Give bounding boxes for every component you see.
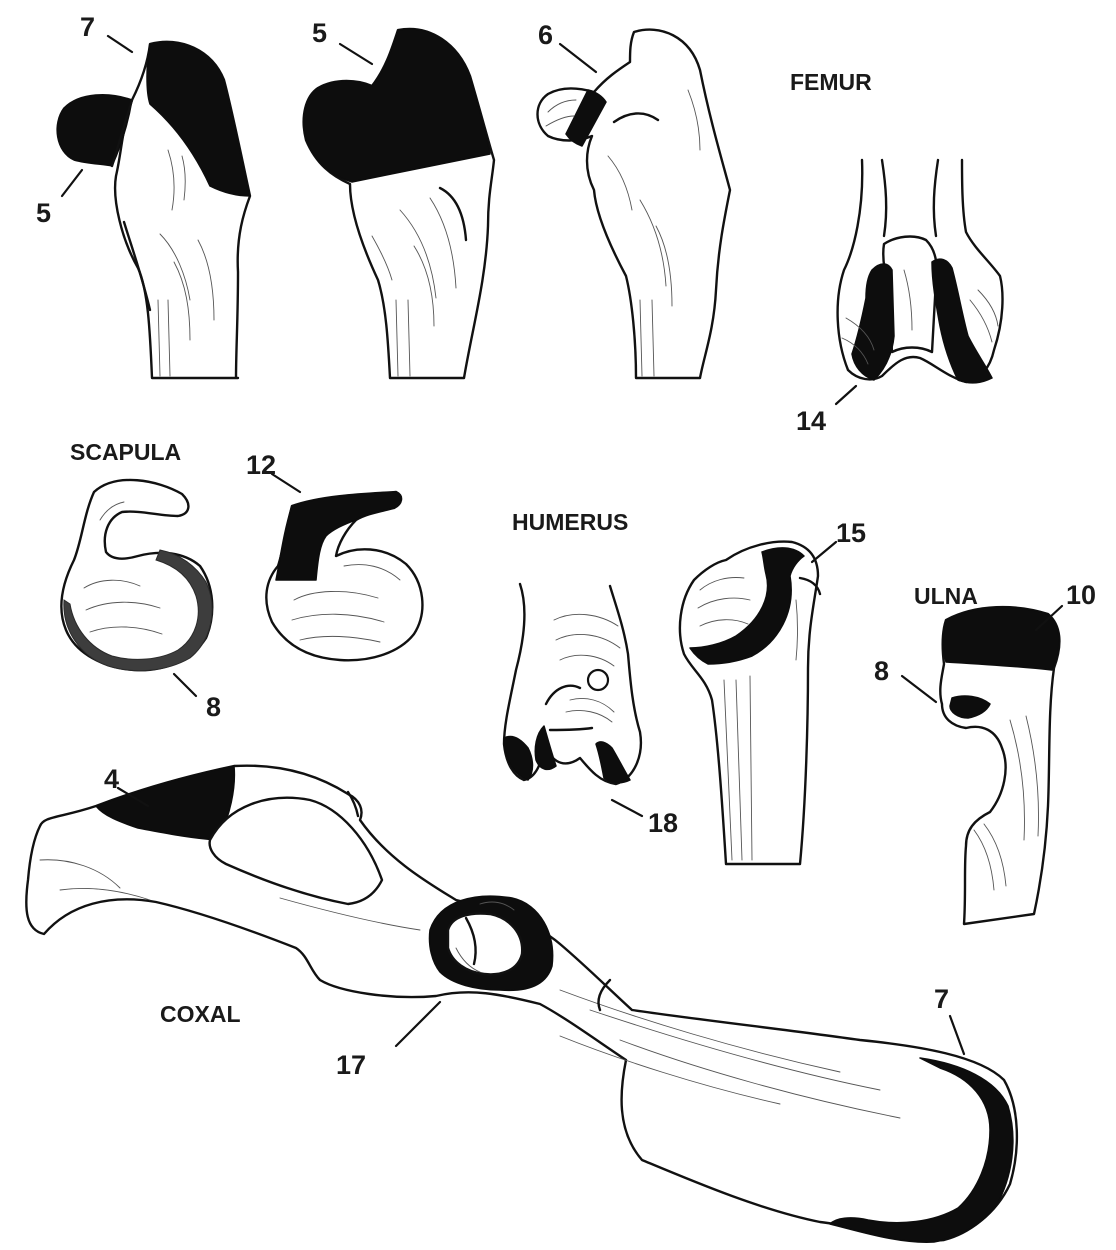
callout-femur-1-side: 5 xyxy=(36,198,51,228)
femur-proximal-3 xyxy=(538,30,731,378)
humerus-title: HUMERUS xyxy=(512,509,628,535)
callout-humerus-proximal: 15 xyxy=(836,518,866,548)
ulna-title: ULNA xyxy=(914,583,978,609)
callout-femur-2: 5 xyxy=(312,18,327,48)
scapula-title: SCAPULA xyxy=(70,439,181,465)
callout-femur-3: 6 xyxy=(538,20,553,50)
humerus-distal xyxy=(504,584,641,784)
callout-ulna-top: 10 xyxy=(1066,580,1096,610)
callout-coxal-ischium: 7 xyxy=(934,984,949,1014)
femur-proximal-2 xyxy=(304,29,494,378)
callout-scapula-1: 8 xyxy=(206,692,221,722)
femur-title: FEMUR xyxy=(790,69,872,95)
callout-femur-1-top: 7 xyxy=(80,12,95,42)
humerus-proximal xyxy=(680,542,820,864)
femur-proximal-1 xyxy=(57,42,250,378)
scapula-glenoid-1 xyxy=(61,480,212,671)
coxal-title: COXAL xyxy=(160,1001,241,1027)
ulna xyxy=(940,607,1059,924)
callout-coxal-ilium: 4 xyxy=(104,764,119,794)
callout-scapula-2: 12 xyxy=(246,450,276,480)
femur-distal xyxy=(838,160,1003,383)
callout-humerus-distal: 18 xyxy=(648,808,678,838)
callout-ulna-side: 8 xyxy=(874,656,889,686)
callout-femur-distal: 14 xyxy=(796,406,826,436)
callout-coxal-acetabulum: 17 xyxy=(336,1050,366,1080)
scapula-glenoid-2 xyxy=(266,492,422,660)
